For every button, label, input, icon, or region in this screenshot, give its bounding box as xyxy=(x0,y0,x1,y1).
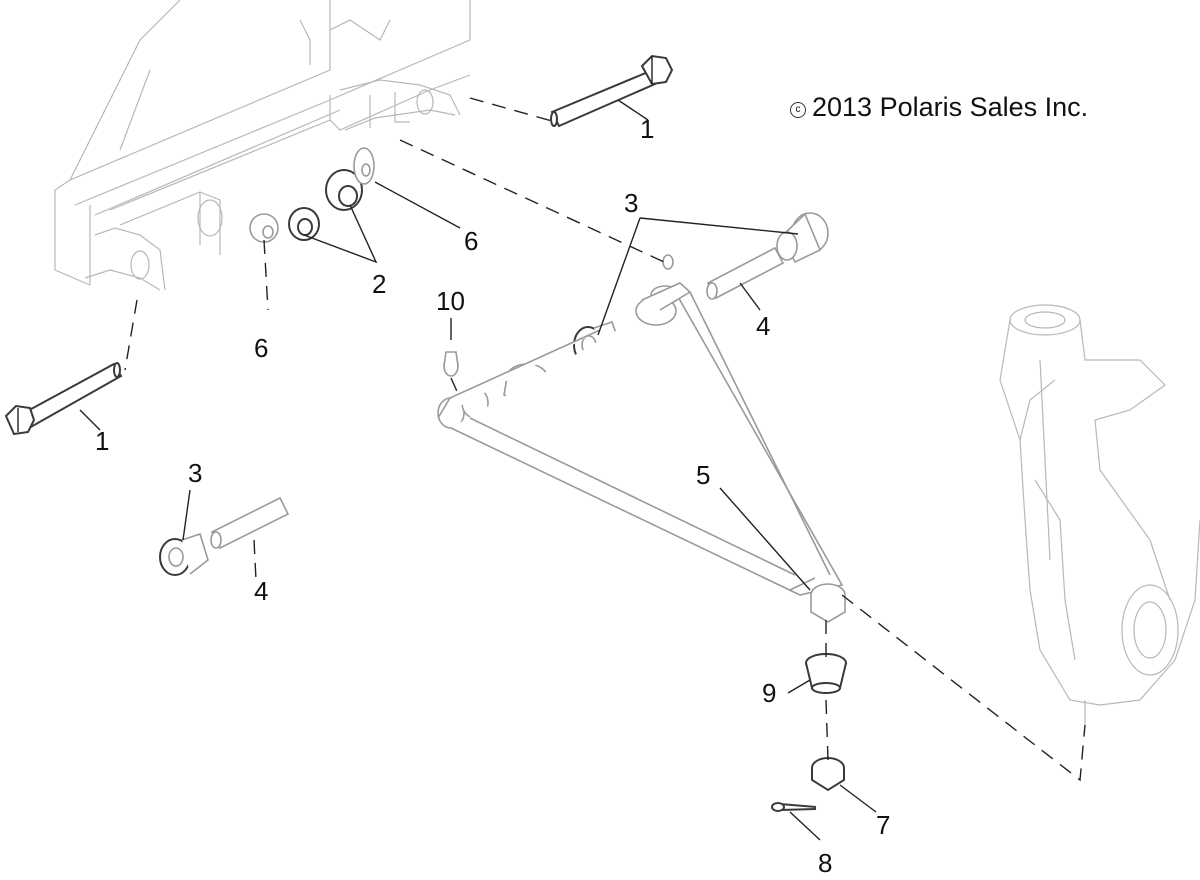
callout-3-upper: 3 xyxy=(624,188,638,218)
callout-5: 5 xyxy=(696,460,710,490)
callout-3-lower: 3 xyxy=(188,458,202,488)
leader-lines xyxy=(79,99,877,841)
assembly-lines xyxy=(124,97,1086,782)
copyright-text: 2013 Polaris Sales Inc. xyxy=(812,92,1089,122)
callout-1-lower: 1 xyxy=(95,426,109,456)
nuts-and-washers xyxy=(249,147,375,243)
callout-9: 9 xyxy=(762,678,776,708)
vehicle-frame xyxy=(54,0,471,291)
callout-10: 10 xyxy=(436,286,465,316)
callout-2: 2 xyxy=(372,269,386,299)
ball-joint-hardware xyxy=(771,653,847,812)
bushing-left-set xyxy=(159,496,290,576)
steering-knuckle xyxy=(999,304,1200,725)
bolt-upper xyxy=(550,54,674,128)
callout-4-upper: 4 xyxy=(756,311,770,341)
callout-1-upper: 1 xyxy=(640,114,654,144)
callout-4-lower: 4 xyxy=(254,576,268,606)
callout-labels: 1 1 2 3 3 4 4 5 6 6 7 8 9 10 xyxy=(95,114,890,878)
copyright-notice: c 2013 Polaris Sales Inc. xyxy=(790,92,1088,123)
callout-6-right: 6 xyxy=(464,226,478,256)
copyright-symbol: c xyxy=(790,102,806,118)
callout-7: 7 xyxy=(876,810,890,840)
callout-8: 8 xyxy=(818,848,832,878)
callout-6-left: 6 xyxy=(254,333,268,363)
bolt-lower xyxy=(4,362,123,436)
a-arm xyxy=(437,282,846,623)
